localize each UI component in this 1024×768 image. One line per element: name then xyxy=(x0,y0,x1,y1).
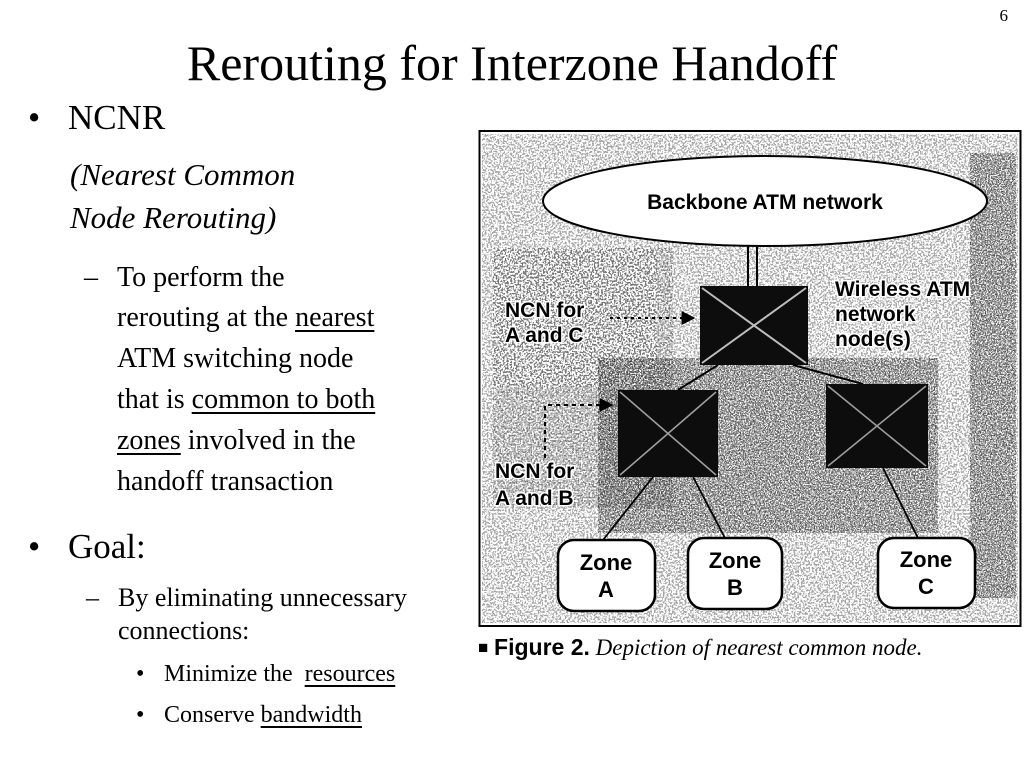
figure-caption: ■ Figure 2. Depiction of nearest common … xyxy=(478,634,1024,661)
bullet-conserve: • Conserve bandwidth xyxy=(136,702,483,729)
wireless-label-line3: node(s) xyxy=(835,328,911,351)
zone-a-label-line2: A xyxy=(598,577,614,602)
bullet-marker: • xyxy=(136,661,145,688)
zone-b-label-line2: B xyxy=(727,575,743,600)
zone-b-box xyxy=(686,536,784,611)
page-number: 6 xyxy=(999,6,1009,25)
bullet-marker: • xyxy=(28,526,41,566)
ncn-ac-label-line2: A and C xyxy=(505,324,584,347)
ncnr-label: NCNR xyxy=(68,98,166,137)
backbone-ellipse xyxy=(542,155,988,247)
ncnr-subtitle-line2: Node Rerouting) xyxy=(70,199,277,235)
eliminating-line2: connections: xyxy=(118,616,250,646)
node-cross-line xyxy=(619,391,717,476)
zone-c-box xyxy=(876,536,977,610)
ncn-ab-label-line1: NCN for xyxy=(495,460,574,483)
scan-noise-right xyxy=(970,153,1016,598)
zone-a-label-line1: Zone xyxy=(580,550,633,575)
dash-marker: – xyxy=(84,261,98,293)
caption-figure-number: Figure 2. xyxy=(494,634,590,660)
goal-label: Goal: xyxy=(68,526,146,566)
ncnr-subtitle-line1: (Nearest Common xyxy=(70,157,296,192)
zone-link-line xyxy=(882,467,919,539)
perform-line1: To perform the xyxy=(117,261,285,293)
perform-text: To perform the rerouting at the nearest … xyxy=(117,258,375,503)
zone-c-label-line2: C xyxy=(918,574,934,599)
underline-bandwidth: bandwidth xyxy=(260,702,362,729)
underline-zones: zones xyxy=(117,425,181,457)
slide-title: Rerouting for Interzone Handoff xyxy=(186,35,838,91)
caption-square-icon: ■ xyxy=(478,638,489,657)
slide-body: • NCNR (Nearest Common Node Rerouting) –… xyxy=(28,98,483,729)
underline-common: common to both xyxy=(191,384,376,416)
underline-nearest: nearest xyxy=(295,302,375,334)
eliminating-text: By eliminating unnecessary connections: xyxy=(118,581,407,648)
bullet-marker: • xyxy=(28,98,41,137)
wireless-label-line2: network xyxy=(835,303,916,326)
zone-c-label-line1: Zone xyxy=(900,547,953,572)
conserve-text: Conserve bandwidth xyxy=(164,702,362,729)
perform-line2: rerouting at the nearest xyxy=(117,302,375,334)
eliminating-line1: By eliminating unnecessary xyxy=(118,582,407,612)
bullet-eliminating: – By eliminating unnecessary connections… xyxy=(86,581,483,648)
node-link-line xyxy=(792,364,864,385)
perform-line6: handoff transaction xyxy=(117,465,334,497)
underline-resources: resources xyxy=(304,661,396,688)
ncn-ab-label-line2: A and B xyxy=(495,487,574,510)
node-link-line xyxy=(677,364,719,391)
perform-line5: zones involved in the xyxy=(117,425,356,457)
zone-link-line xyxy=(602,476,654,541)
node-cross-line xyxy=(701,287,807,364)
minimize-text: Minimize the resources xyxy=(164,661,396,688)
bullet-ncnr: • NCNR xyxy=(28,98,483,138)
perform-line4: that is common to both xyxy=(117,384,376,416)
bullet-minimize: • Minimize the resources xyxy=(136,661,483,688)
wireless-label-line1: Wireless ATM xyxy=(835,278,970,301)
bullet-perform: – To perform the rerouting at the neares… xyxy=(84,258,483,503)
backbone-label: Backbone ATM network xyxy=(647,191,883,214)
figure-diagram: Backbone ATM network Wireless ATM networ… xyxy=(478,130,1022,627)
node-cross-line xyxy=(827,385,927,467)
bullet-marker: • xyxy=(136,702,145,729)
caption-text: Depiction of nearest common node. xyxy=(595,635,923,660)
zone-link-line xyxy=(692,476,726,539)
zone-b-label-line1: Zone xyxy=(709,548,762,573)
perform-line3: ATM switching node xyxy=(117,343,354,375)
dash-marker: – xyxy=(86,582,99,612)
ncn-ac-label-line1: NCN for xyxy=(505,299,584,322)
ncnr-subtitle: (Nearest Common Node Rerouting) xyxy=(70,154,483,240)
zone-a-box xyxy=(556,538,657,613)
ncn-ab-arrow xyxy=(544,398,614,458)
bullet-goal: • Goal: xyxy=(28,527,483,567)
